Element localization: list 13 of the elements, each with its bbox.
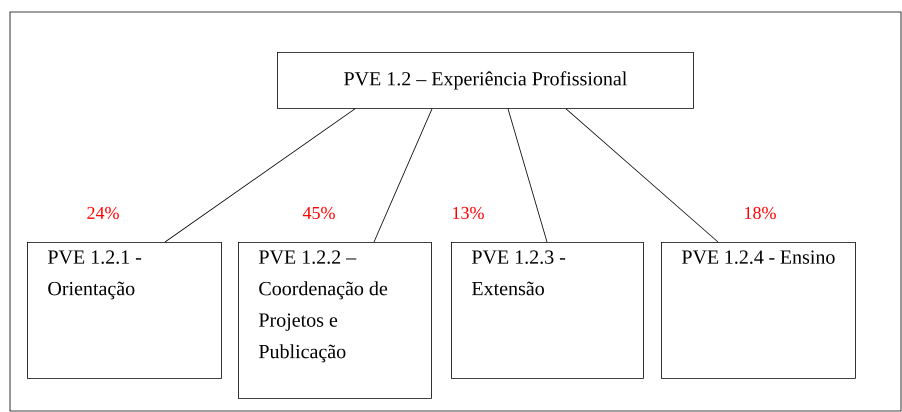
title-box: PVE 1.2 – Experiência Profissional — [277, 52, 694, 109]
category-box: PVE 1.2.3 - Extensão — [451, 242, 644, 379]
connector-line — [508, 108, 548, 242]
percentage-label: 45% — [302, 206, 335, 220]
category-box: PVE 1.2.1 - Orientação — [27, 242, 222, 379]
connector-line — [374, 108, 432, 242]
percentage-label: 24% — [87, 206, 119, 220]
percentage-label: 13% — [453, 206, 484, 220]
category-box: PVE 1.2.2 – Coordenação de Projetos e Publicação — [238, 242, 432, 399]
connector-line — [566, 108, 718, 242]
category-box: PVE 1.2.4 - Ensino — [661, 242, 856, 379]
percentage-label: 18% — [745, 206, 776, 220]
connector-line — [164, 108, 356, 242]
